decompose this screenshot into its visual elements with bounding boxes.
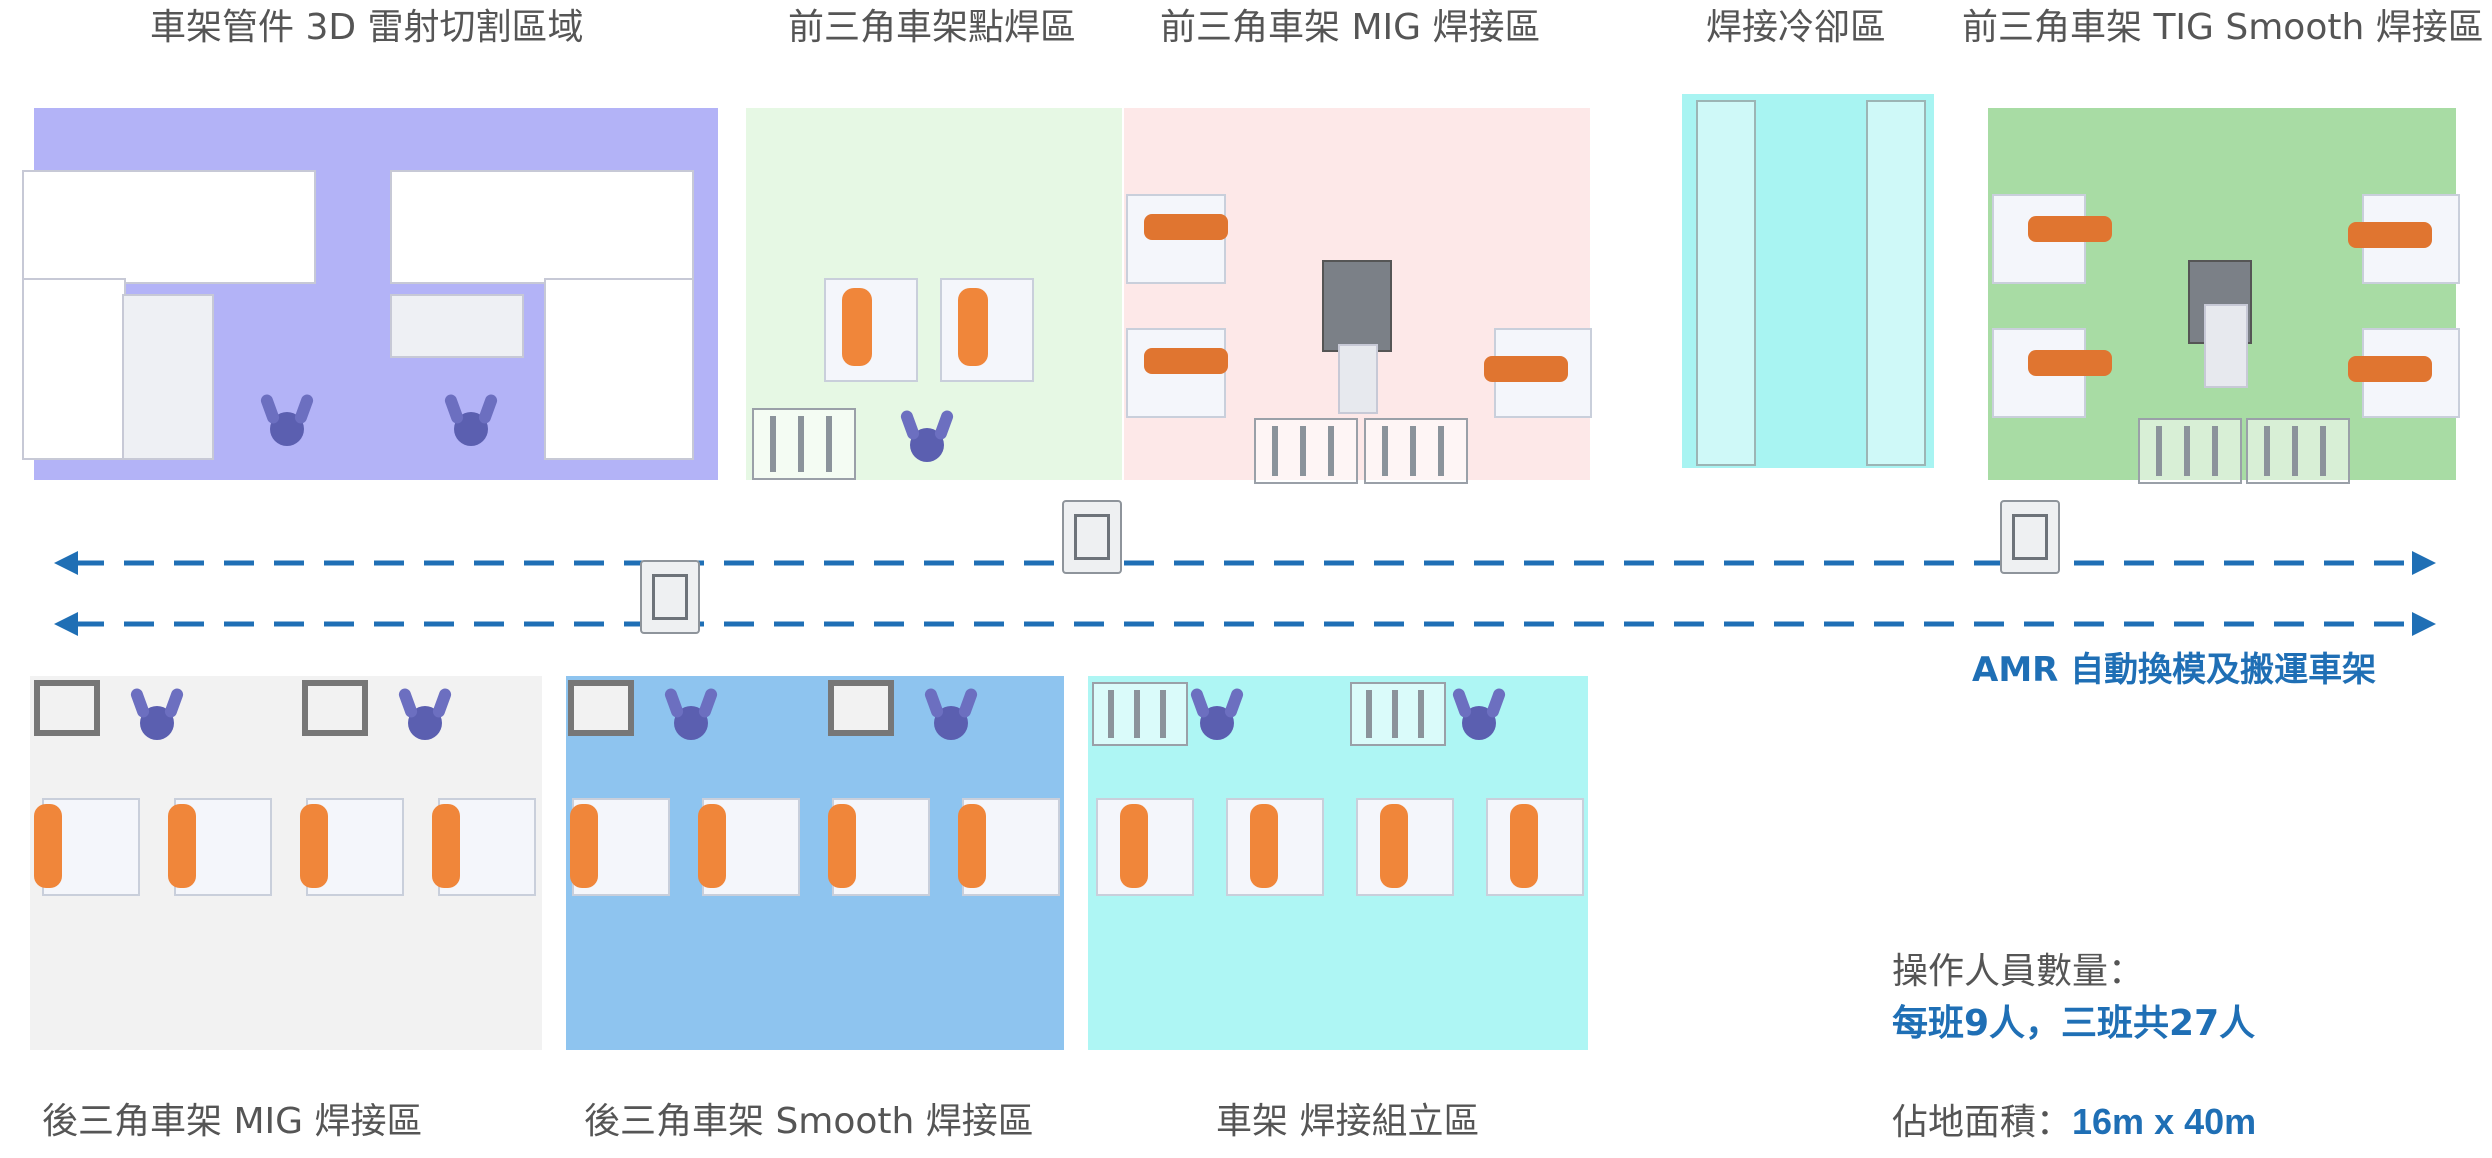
robot-arm-icon (1144, 348, 1228, 374)
robot-arm-icon (570, 804, 598, 888)
label-assembly-zone: 車架 焊接組立區 (1216, 1101, 1480, 1142)
operators-label: 操作人員數量： (1892, 951, 2145, 992)
welding-fixture (2246, 418, 2350, 484)
robot-arm-icon (698, 804, 726, 888)
operator-icon (270, 412, 304, 446)
robot-arm-icon (300, 804, 328, 888)
zone-front-tig (1988, 108, 2460, 484)
parts-bin (34, 680, 100, 736)
laser-machine-left-leg (22, 278, 126, 460)
welding-fixture (1254, 418, 1358, 484)
label-rear-smooth-zone: 後三角車架 Smooth 焊接區 (584, 1101, 1034, 1142)
cooling-rack (1866, 100, 1926, 466)
amr-vehicle-icon (1062, 500, 1122, 574)
welding-fixture (1350, 682, 1446, 746)
operator-icon (1462, 706, 1496, 740)
area-line: 佔地面積：16m x 40m (1892, 1102, 2256, 1143)
zone-rear-mig (30, 676, 542, 1050)
welding-fixture (1364, 418, 1468, 484)
zone-cooling (1682, 94, 1934, 468)
label-rear-mig-zone: 後三角車架 MIG 焊接區 (42, 1101, 423, 1142)
robot-arm-icon (1144, 214, 1228, 240)
robot-arm-icon (842, 288, 872, 366)
operator-icon (1200, 706, 1234, 740)
robot-arm-icon (168, 804, 196, 888)
operator-icon (934, 706, 968, 740)
zone-laser-cutting (22, 108, 718, 480)
label-front-tig-zone: 前三角車架 TIG Smooth 焊接區 (1962, 7, 2484, 48)
label-spot-weld-zone: 前三角車架點焊區 (788, 7, 1077, 48)
laser-machine-left-arm (122, 294, 214, 460)
gantry-robot (1322, 260, 1392, 352)
robot-arm-icon (1250, 804, 1278, 888)
label-front-mig-zone: 前三角車架 MIG 焊接區 (1160, 7, 1541, 48)
cooling-rack (1696, 100, 1756, 466)
area-label: 佔地面積： (1892, 1102, 2073, 1143)
robot-arm-icon (2348, 222, 2432, 248)
robot-arm-icon (828, 804, 856, 888)
robot-arm-icon (432, 804, 460, 888)
label-laser-zone: 車架管件 3D 雷射切割區域 (150, 7, 584, 48)
welding-fixture (2138, 418, 2242, 484)
robot-arm-icon (1484, 356, 1568, 382)
zone-spot-weld (746, 108, 1122, 480)
laser-machine-left (22, 170, 316, 284)
gantry-arm (1338, 344, 1378, 414)
robot-arm-icon (1510, 804, 1538, 888)
robot-arm-icon (958, 288, 988, 366)
label-cooling-zone: 焊接冷卻區 (1706, 7, 1887, 48)
robot-arm-icon (2028, 216, 2112, 242)
laser-machine-right-leg (544, 278, 694, 460)
amr-vehicle-icon (2000, 500, 2060, 574)
gantry-arm (2204, 304, 2248, 388)
parts-bin (828, 680, 894, 736)
laser-machine-right-arm (390, 294, 524, 358)
zone-rear-smooth (566, 676, 1064, 1050)
area-value: 16m x 40m (2072, 1101, 2257, 1142)
robot-arm-icon (2348, 356, 2432, 382)
welding-fixture (752, 408, 856, 480)
operator-icon (910, 428, 944, 462)
zone-assembly (1088, 676, 1588, 1050)
operator-icon (674, 706, 708, 740)
operator-icon (454, 412, 488, 446)
operator-icon (408, 706, 442, 740)
zone-front-mig (1124, 108, 1592, 484)
operators-value: 每班9人，三班共27人 (1892, 1003, 2256, 1044)
parts-bin (568, 680, 634, 736)
amr-vehicle-icon (640, 560, 700, 634)
parts-bin (302, 680, 368, 736)
robot-arm-icon (34, 804, 62, 888)
laser-machine-right (390, 170, 694, 284)
robot-arm-icon (1120, 804, 1148, 888)
robot-arm-icon (2028, 350, 2112, 376)
amr-label: AMR 自動換模及搬運車架 (1972, 650, 2377, 690)
robot-arm-icon (958, 804, 986, 888)
operator-icon (140, 706, 174, 740)
robot-arm-icon (1380, 804, 1408, 888)
welding-fixture (1092, 682, 1188, 746)
